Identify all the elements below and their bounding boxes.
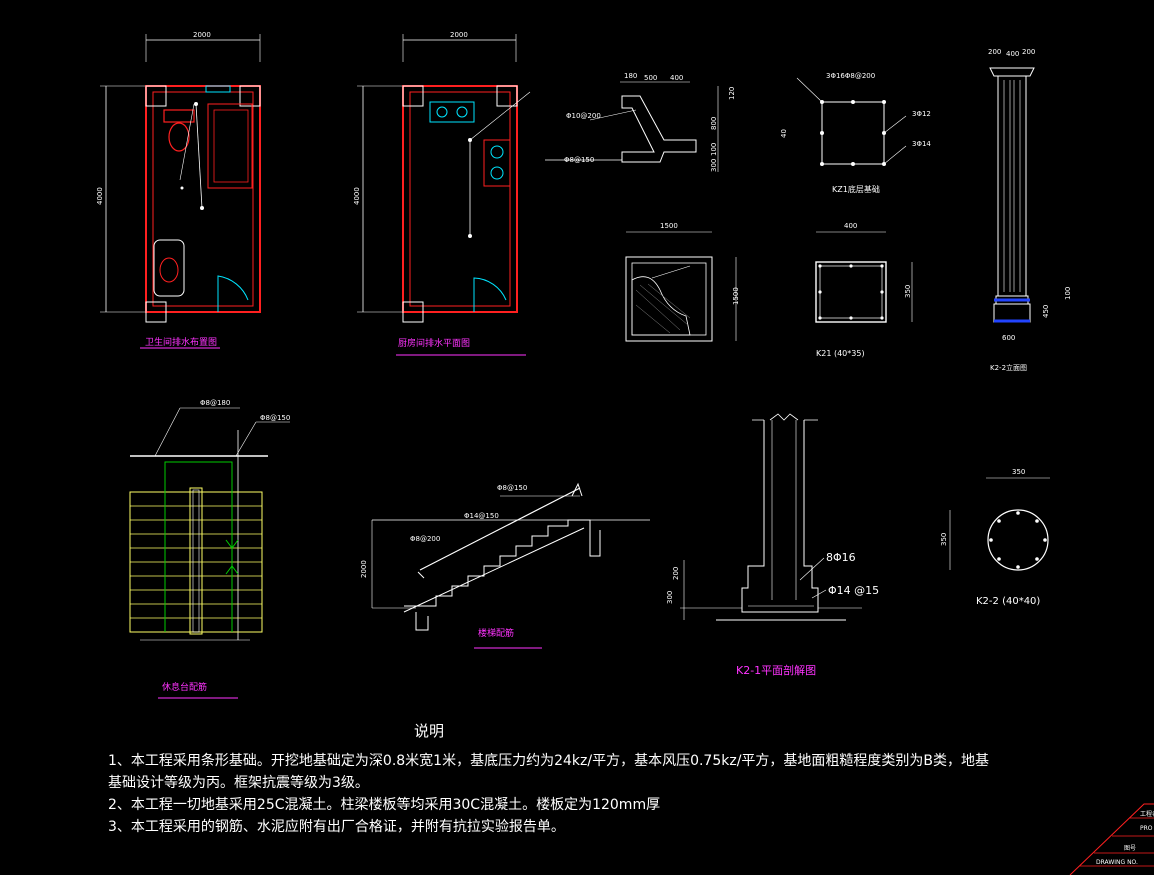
column-elevation: 200 400 200 600 450 100 K2-2立面图: [988, 48, 1072, 372]
notes-line-2: 基础设计等级为丙。框架抗震等级为3级。: [108, 775, 369, 791]
k21s-rebar-a: 8Φ16: [826, 551, 856, 564]
beam-120-dim: 120: [728, 87, 736, 100]
bathroom-plan: 2000 4000 卫生间排水布置图: [96, 31, 261, 349]
kz1-detail: 3Φ16Φ8@200 3Φ12 3Φ14 40 KZ1底层基础: [780, 72, 931, 194]
kitchen-title: 厨房间排水平面图: [398, 337, 470, 349]
tb-a: 工程名称: [1140, 810, 1154, 818]
title-block: 工程名称 PRO 图号 DRAWING NO.: [1069, 803, 1154, 875]
kz1-title: KZ1底层基础: [832, 184, 880, 194]
pad-1500-h: 1500: [732, 287, 740, 305]
pad-detail: 1500 1500: [625, 222, 740, 342]
notes-line-1: 1、本工程采用条形基础。开挖地基础定为深0.8米宽1米，基底压力约为24kz/平…: [108, 753, 990, 769]
design-notes: 说明 1、本工程采用条形基础。开挖地基础定为深0.8米宽1米，基底压力约为24k…: [108, 720, 1028, 838]
pad-1500-w: 1500: [660, 222, 678, 230]
stair-rebar-a: Φ8@150: [497, 484, 527, 492]
beam-100-dim: 100: [710, 143, 718, 156]
beam-800-dim: 800: [710, 117, 718, 130]
platform-rebar-a: Φ8@180: [200, 399, 230, 407]
k22-350-h: 350: [940, 533, 948, 546]
bath-height-dim: 4000: [96, 187, 104, 205]
col-100-dim: 100: [1064, 287, 1072, 300]
beam-300-dim: 300: [710, 159, 718, 172]
beam-rebar-a: Φ10@200: [566, 112, 601, 120]
k21-section-title: K2-1平面剖解图: [736, 663, 816, 677]
kitchen-plan: 2000 4000 厨房间排水平面图: [353, 31, 531, 356]
notes-title: 说明: [414, 722, 445, 740]
beam-180-dim: 180: [624, 72, 637, 80]
k21-section: 200 300 8Φ16 Φ14 @15 K2-1平面剖解图: [666, 413, 879, 677]
stair-2000-dim: 2000: [360, 560, 368, 578]
col-450-dim: 450: [1042, 305, 1050, 318]
stair-rebar-c: Φ8@200: [410, 535, 440, 543]
col-200a-dim: 200: [988, 48, 1001, 56]
platform-detail: Φ8@180 Φ8@150 休息台配筋: [129, 399, 290, 699]
col-200b-dim: 200: [1022, 48, 1035, 56]
k21s-200-dim: 200: [672, 567, 680, 580]
bath-width-dim: 2000: [193, 31, 211, 39]
notes-line-3: 2、本工程一切地基采用25C混凝土。柱梁楼板等均采用30C混凝土。楼板定为120…: [108, 797, 661, 813]
k22-title: K2-2 (40*40): [976, 596, 1040, 607]
tb-d: DRAWING NO.: [1096, 859, 1138, 866]
kz1-rebar-mid: 3Φ12: [912, 110, 931, 118]
k21s-300-dim: 300: [666, 591, 674, 604]
beam-500-dim: 500: [644, 74, 657, 82]
stair-detail: 2000 Φ8@150 Φ14@150 Φ8@200 楼梯配筋: [360, 482, 650, 649]
tb-c: 图号: [1124, 845, 1136, 852]
notes-line-4: 3、本工程采用的钢筋、水泥应附有出厂合格证，并附有抗拉实验报告单。: [108, 819, 565, 835]
beam-400-dim: 400: [670, 74, 683, 82]
k22-detail: 350 350 K2-2 (40*40): [940, 468, 1050, 607]
k21s-rebar-b: Φ14 @15: [828, 584, 879, 597]
kz1-40-dim: 40: [780, 129, 788, 138]
kz1-rebar-top: 3Φ16Φ8@200: [826, 72, 875, 80]
tb-b: PRO: [1140, 825, 1153, 832]
kitchen-height-dim: 4000: [353, 187, 361, 205]
beam-section: 180 500 400 Φ10@200 Φ8@150 120 800 100 3…: [545, 72, 736, 172]
stair-rebar-b: Φ14@150: [464, 512, 499, 520]
bath-title: 卫生间排水布置图: [145, 336, 217, 348]
stair-title: 楼梯配筋: [478, 627, 514, 639]
k21-detail: 400 350 K21 (40*35): [815, 222, 913, 358]
platform-rebar-b: Φ8@150: [260, 414, 290, 422]
beam-rebar-b: Φ8@150: [564, 156, 594, 164]
col-600-dim: 600: [1002, 334, 1015, 342]
k23-title: K2-2立面图: [990, 363, 1027, 372]
k21-title: K21 (40*35): [816, 349, 865, 358]
kitchen-width-dim: 2000: [450, 31, 468, 39]
col-400-dim: 400: [1006, 50, 1019, 58]
k21-350-dim: 350: [904, 285, 912, 298]
k22-350-w: 350: [1012, 468, 1025, 476]
platform-title: 休息台配筋: [162, 681, 207, 693]
kz1-rebar-bot: 3Φ14: [912, 140, 931, 148]
k21-400-dim: 400: [844, 222, 857, 230]
